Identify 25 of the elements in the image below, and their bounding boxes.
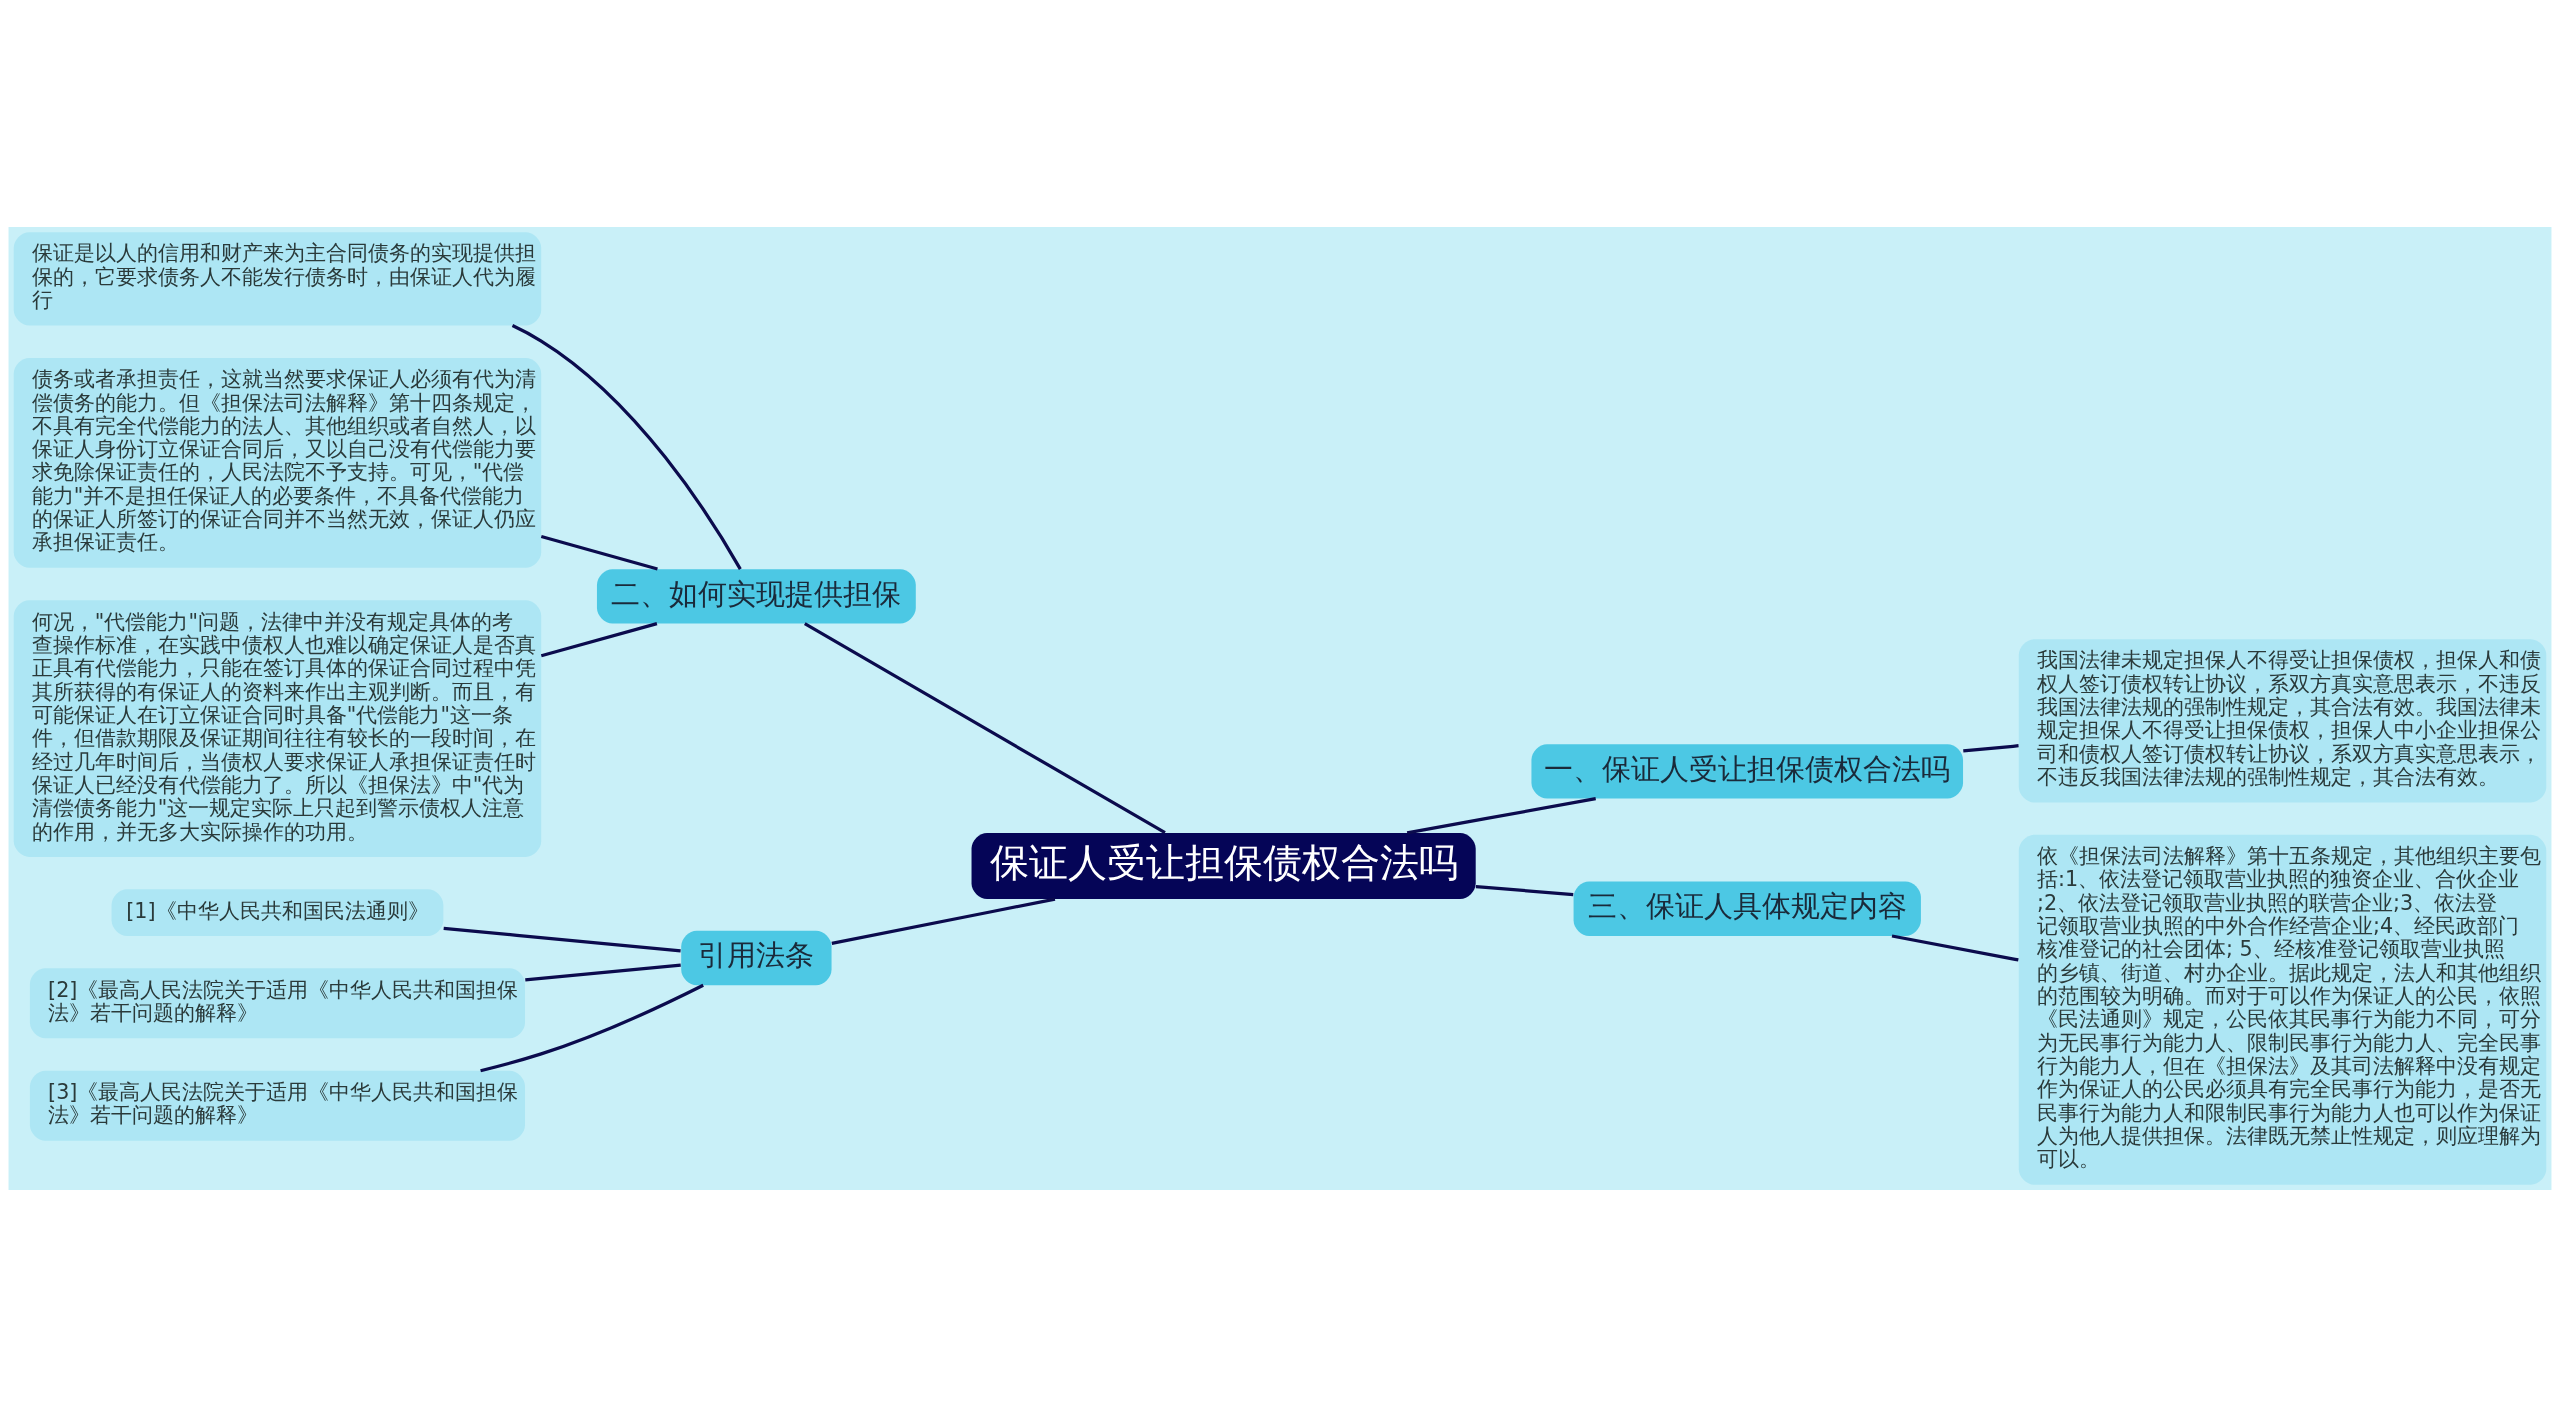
node-box: 何况，"代偿能力"问题，法律中并没有规定具体的考查操作标准，在实践中债权人也难以确定保证人是否真正具有代偿能力，只能在签订具体的保证合同过程中凭其所获得的有保证人的资料来作出主观判断。而且，有可能保证人在订立保证合同时具备"代偿能力"这一条件，但借款期限及保证期间往往有较长的一段时间，在经过几年时间后，当债权人要求保证人承担保证责任时保证人已经没有代偿能力了。所以《担保法》中"代为清偿债务能力"这一规定实际上只起到警示债权人注意的作用，并无多大实际操作的功用。 — [13, 599, 542, 857]
node-box: [3]《最高人民法院关于适用《中华人民共和国担保法》若干问题的解释》 — [29, 1070, 525, 1141]
connector — [1963, 743, 2019, 753]
connector — [480, 983, 704, 1072]
connector — [1406, 796, 1596, 834]
node-box: 保证人受让担保债权合法吗 — [971, 832, 1476, 899]
node-box: 保证是以人的信用和财产来为主合同债务的实现提供担保的，它要求债务人不能发行债务时，由保证人代为履行 — [13, 231, 542, 325]
node-box: 债务或者承担责任，这就当然要求保证人必须有代为清偿债务的能力。但《担保法司法解释》第十四条规定，不具有完全代偿能力的法人、其他组织或者自然人，以保证人身份订立保证合同后，又以自己没有代偿能力要求免除保证责任的，人民法院不予支持。可见，"代偿能力"并不是担任保证人的必要条件，不具备代偿能力的保证人所签订的保证合同并不当然无效，保证人仍应承担保证责任。 — [13, 357, 542, 568]
connector — [540, 534, 658, 571]
connector — [443, 926, 681, 953]
node-box: 一、保证人受让担保债权合法吗 — [1531, 743, 1964, 799]
node-box: 引用法条 — [681, 930, 832, 985]
connector — [540, 621, 658, 657]
connector — [525, 962, 681, 981]
node-box: 依《担保法司法解释》第十五条规定，其他组织主要包括:1、依法登记领取营业执照的独资企业、合伙企业;2、依法登记领取营业执照的联营企业;3、依法登记领取营业执照的中外合作经营企业;4、经民政部门核准登记的社会团体; 5、经核准登记领取营业执照的乡镇、街道、村办企业。据此规定，法人和其他组织的范围较为明确。而对于可以作为保证人的公民，依照《民法通则》规定，公民依其民事行为能力不同，可分为无民事行为能力人、限制民事行为能力人、完全民事行为能力人，但在《担保法》及其司法解释中没有规定作为保证人的公民必须具有完全民事行为能力，是否无民事行为能力人和限制民事行为能力人也可以作为保证人为他人提供担保。法律既无禁止性规定，则应理解为可以。 — [2018, 834, 2547, 1185]
connector — [803, 621, 1166, 834]
connector — [1891, 933, 2019, 962]
connector — [831, 897, 1056, 945]
connector — [511, 323, 742, 570]
node-box: [2]《最高人民法院关于适用《中华人民共和国担保法》若干问题的解释》 — [29, 967, 525, 1038]
node-box: 二、如何实现提供担保 — [596, 568, 916, 624]
node-box: 三、保证人具体规定内容 — [1573, 881, 1921, 936]
node-box: 我国法律未规定担保人不得受让担保债权，担保人和债权人签订债权转让协议，系双方真实意思表示，不违反我国法律法规的强制性规定，其合法有效。我国法律未规定担保人不得受让担保债权，担保人中小企业担保公司和债权人签订债权转让协议，系双方真实意思表示，不违反我国法律法规的强制性规定，其合法有效。 — [2018, 638, 2547, 802]
node-box: [1]《中华人民共和国民法通则》 — [111, 888, 444, 936]
connector — [1475, 884, 1574, 896]
